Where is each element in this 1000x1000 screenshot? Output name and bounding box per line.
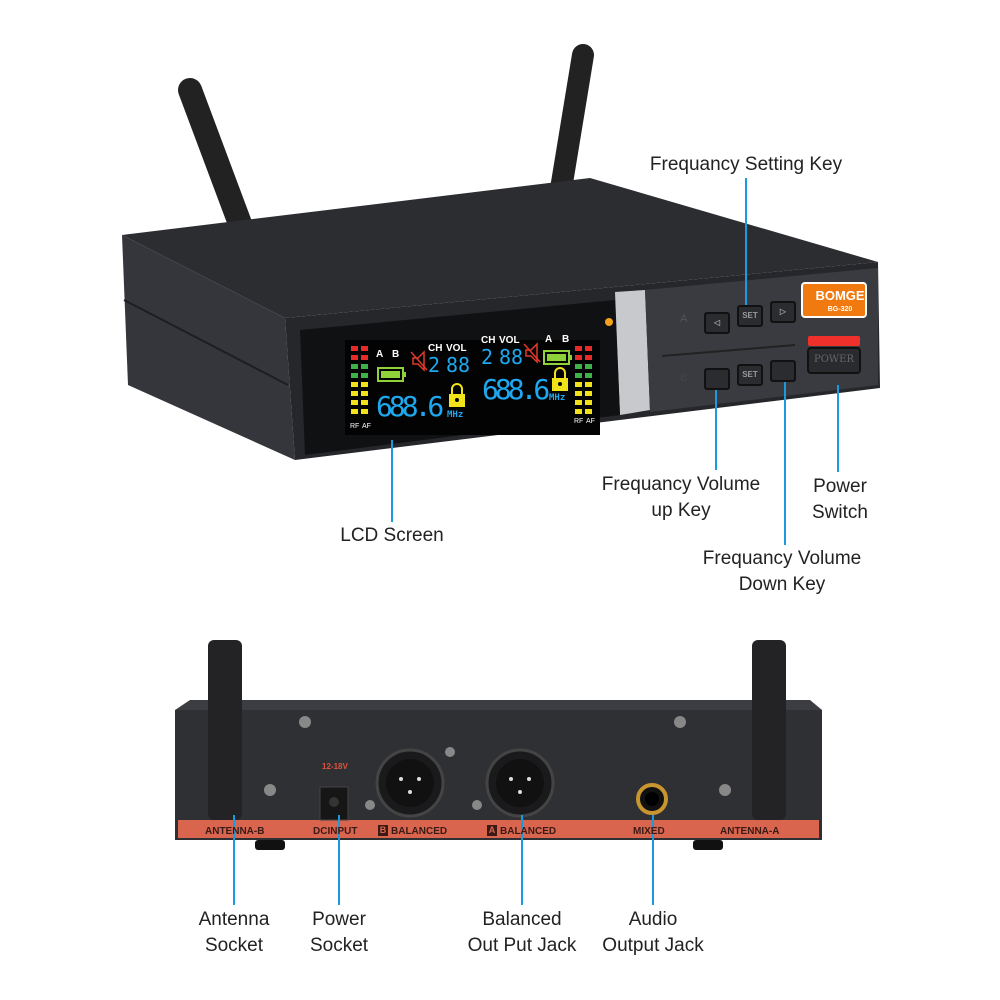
antenna-b-label: B bbox=[562, 334, 570, 345]
indicator-led bbox=[605, 318, 613, 326]
volume-down-button[interactable] bbox=[770, 360, 796, 382]
power-indicator bbox=[808, 336, 860, 346]
set-button-b[interactable]: SET bbox=[737, 364, 763, 386]
ch-label: CH bbox=[428, 343, 443, 354]
callout-lines bbox=[233, 178, 839, 905]
antenna-a-label: A bbox=[545, 334, 553, 345]
frequency-b: 688.6 bbox=[482, 373, 550, 406]
bezel-strip bbox=[615, 290, 650, 415]
mixed-strip-label: MIXED bbox=[633, 826, 665, 837]
callout-line-1: Antenna bbox=[198, 909, 270, 930]
brand-badge bbox=[801, 282, 867, 318]
volume-up-button[interactable] bbox=[704, 368, 730, 390]
callout-line-2: Out Put Jack bbox=[467, 935, 577, 956]
antenna-a bbox=[752, 640, 786, 820]
callout-frequency-volume-up-key: Frequancy Volume up Key bbox=[602, 472, 760, 524]
right-button-a[interactable]: ▷ bbox=[770, 301, 796, 323]
af-label: AF bbox=[586, 418, 595, 425]
channel-a: 2 bbox=[428, 353, 441, 377]
unit-a: MHz bbox=[447, 410, 464, 420]
dcinput-strip-label: DCINPUT bbox=[313, 826, 358, 837]
left-button-a[interactable]: ◁ bbox=[704, 312, 730, 334]
callout-line-2: Output Jack bbox=[602, 935, 704, 956]
antenna-a-label: A bbox=[376, 349, 384, 360]
side-face bbox=[122, 235, 295, 460]
lock-icon bbox=[449, 383, 465, 407]
callout-frequency-setting-key: Frequancy Setting Key bbox=[649, 154, 843, 175]
callout-line-1: Power bbox=[813, 476, 867, 497]
antenna-right bbox=[549, 44, 594, 206]
antenna-a-strip-label: ANTENNA-A bbox=[720, 826, 780, 837]
antenna-b bbox=[208, 640, 242, 820]
antenna-left bbox=[178, 78, 260, 257]
af-label: AF bbox=[362, 423, 371, 430]
xlr-jack-b bbox=[375, 748, 445, 818]
set-button-a[interactable]: SET bbox=[737, 305, 763, 327]
callout-line-2: Switch bbox=[812, 502, 868, 523]
row-b-label: B bbox=[680, 372, 688, 384]
brand-name: BOMGE bbox=[815, 288, 865, 303]
voltage-label: 12-18V bbox=[322, 762, 348, 771]
level-meter-right bbox=[575, 346, 592, 414]
callout-line-1: Balanced bbox=[482, 909, 562, 930]
channel-b: 2 bbox=[481, 345, 494, 369]
callout-line-1: Frequancy Volume bbox=[702, 548, 862, 569]
channel-a-box: A bbox=[487, 825, 497, 836]
balanced-b-strip-label: BALANCED bbox=[391, 826, 448, 837]
top-face bbox=[122, 178, 878, 318]
callout-line-2: Socket bbox=[309, 935, 369, 956]
frequency-a: 688.6 bbox=[376, 390, 444, 423]
ch-label: CH bbox=[481, 335, 496, 346]
battery-icon bbox=[377, 367, 406, 382]
callout-line-1: Power bbox=[312, 909, 366, 930]
model-number: BG-320 bbox=[827, 306, 853, 313]
rf-label: RF bbox=[574, 418, 584, 425]
xlr-jack-a bbox=[485, 748, 555, 818]
vol-label: VOL bbox=[446, 343, 467, 354]
antenna-b-strip-label: ANTENNA-B bbox=[205, 826, 265, 837]
antenna-b-label: B bbox=[392, 349, 400, 360]
channel-b-box: B bbox=[378, 825, 388, 836]
callout-line-2: up Key bbox=[651, 500, 711, 521]
level-meter-left bbox=[351, 346, 368, 414]
row-a-label: A bbox=[680, 313, 688, 325]
lock-icon bbox=[552, 367, 568, 391]
callout-line-2: Socket bbox=[204, 935, 264, 956]
vol-label: VOL bbox=[499, 335, 520, 346]
callout-line-1: Frequancy Volume bbox=[601, 474, 761, 495]
power-button[interactable]: POWER bbox=[813, 354, 855, 365]
volume-a: 88 bbox=[446, 353, 471, 377]
callout-lcd-screen: LCD Screen bbox=[340, 525, 444, 546]
mute-icon bbox=[410, 350, 428, 372]
battery-icon bbox=[543, 350, 572, 365]
balanced-a-strip-label: BALANCED bbox=[500, 826, 557, 837]
volume-b: 88 bbox=[499, 345, 524, 369]
rf-label: RF bbox=[350, 423, 360, 430]
callout-line-1: Audio bbox=[628, 909, 678, 930]
callout-line-2: Down Key bbox=[738, 574, 826, 595]
mute-icon bbox=[523, 342, 541, 364]
audio-jack bbox=[636, 783, 668, 815]
unit-b: MHz bbox=[549, 393, 566, 403]
